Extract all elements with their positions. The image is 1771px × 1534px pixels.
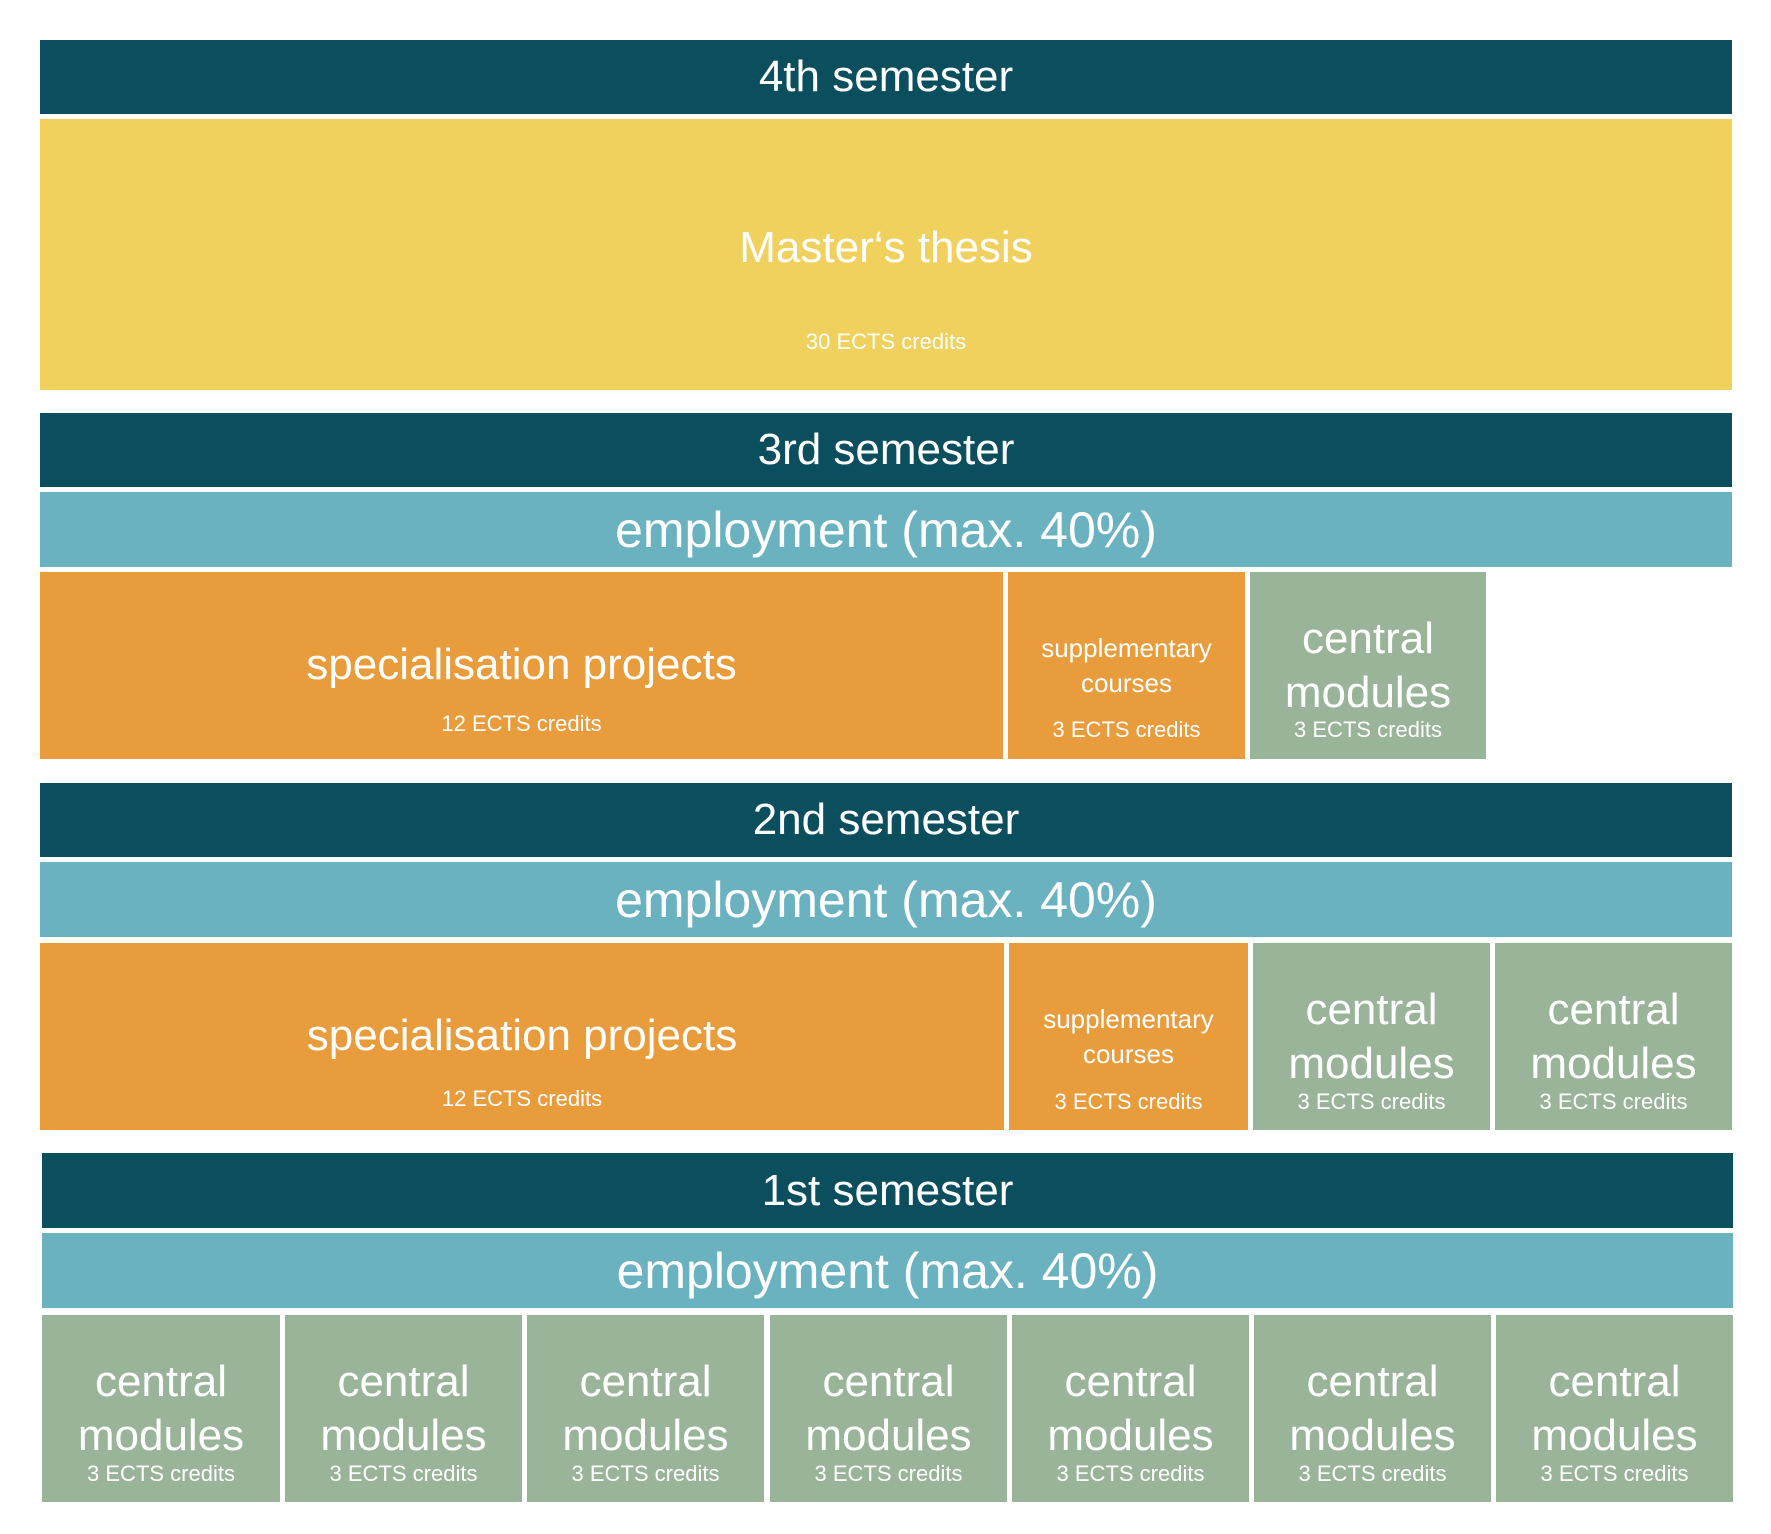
- semester-2-central-modules-2: central modules 3 ECTS credits: [1495, 943, 1732, 1130]
- semester-1-employment: employment (max. 40%): [42, 1233, 1733, 1308]
- central-modules-line-1: central: [94, 1357, 228, 1406]
- specialisation-title: specialisation projects: [306, 640, 737, 689]
- central-modules-line-1: central: [1305, 985, 1438, 1034]
- central-modules-credits: 3 ECTS credits: [1297, 1089, 1446, 1114]
- employment-label: employment (max. 40%): [615, 501, 1157, 558]
- masters-thesis-block: Master‘s thesis 30 ECTS credits: [40, 119, 1732, 390]
- central-modules-credits: 3 ECTS credits: [1540, 1461, 1689, 1486]
- central-modules-line-1: central: [579, 1357, 712, 1406]
- supplementary-line-1: supplementary: [1041, 633, 1212, 663]
- central-modules-credits: 3 ECTS credits: [1539, 1089, 1688, 1114]
- central-modules-credits: 3 ECTS credits: [1294, 717, 1442, 742]
- semester-3-header: 3rd semester: [40, 413, 1732, 487]
- semester-1-central-modules-6: central modules 3 ECTS credits: [1254, 1315, 1491, 1502]
- supplementary-line-2: courses: [1082, 1039, 1175, 1069]
- semester-3-central-modules-1: central modules 3 ECTS credits: [1250, 572, 1486, 759]
- central-modules-line-2: modules: [1284, 668, 1452, 717]
- semester-2-supplementary-courses: supplementary courses 3 ECTS credits: [1009, 943, 1248, 1130]
- central-modules-line-2: modules: [562, 1411, 729, 1460]
- thesis-title: Master‘s thesis: [739, 223, 1033, 272]
- employment-label: employment (max. 40%): [616, 1242, 1159, 1299]
- supplementary-credits: 3 ECTS credits: [1052, 717, 1201, 742]
- semester-1-central-modules-3: central modules 3 ECTS credits: [527, 1315, 764, 1502]
- semester-2-central-modules-1: central modules 3 ECTS credits: [1253, 943, 1490, 1130]
- semester-1-central-modules-5: central modules 3 ECTS credits: [1012, 1315, 1249, 1502]
- semester-3-title: 3rd semester: [757, 425, 1015, 474]
- central-modules-credits: 3 ECTS credits: [329, 1461, 478, 1486]
- thesis-credits: 30 ECTS credits: [805, 329, 967, 354]
- semester-3-specialisation-projects: specialisation projects 12 ECTS credits: [40, 572, 1003, 759]
- central-modules-line-1: central: [337, 1357, 470, 1406]
- semester-2-header: 2nd semester: [40, 783, 1732, 857]
- central-modules-line-1: central: [1064, 1357, 1197, 1406]
- central-modules-line-1: central: [1547, 985, 1680, 1034]
- central-modules-line-1: central: [822, 1357, 955, 1406]
- semester-1-header: 1st semester: [42, 1153, 1733, 1228]
- employment-label: employment (max. 40%): [615, 871, 1157, 928]
- central-modules-line-2: modules: [1047, 1411, 1214, 1460]
- central-modules-line-2: modules: [1530, 1039, 1697, 1088]
- central-modules-line-2: modules: [1531, 1411, 1698, 1460]
- semester-1-title: 1st semester: [761, 1165, 1014, 1215]
- supplementary-line-1: supplementary: [1043, 1004, 1214, 1034]
- central-modules-line-2: modules: [1288, 1039, 1455, 1088]
- semester-1-central-modules-7: central modules 3 ECTS credits: [1496, 1315, 1733, 1502]
- central-modules-credits: 3 ECTS credits: [814, 1461, 963, 1486]
- central-modules-line-2: modules: [77, 1411, 245, 1460]
- central-modules-line-2: modules: [805, 1411, 972, 1460]
- central-modules-line-1: central: [1301, 614, 1435, 663]
- supplementary-line-2: courses: [1080, 668, 1173, 698]
- central-modules-credits: 3 ECTS credits: [1056, 1461, 1205, 1486]
- semester-2-employment: employment (max. 40%): [40, 862, 1732, 937]
- supplementary-credits: 3 ECTS credits: [1054, 1089, 1203, 1114]
- semester-2-specialisation-projects: specialisation projects 12 ECTS credits: [40, 943, 1004, 1130]
- semester-4-title: 4th semester: [758, 52, 1014, 101]
- specialisation-title: specialisation projects: [306, 1011, 738, 1060]
- specialisation-credits: 12 ECTS credits: [441, 1086, 603, 1111]
- specialisation-credits: 12 ECTS credits: [441, 711, 602, 736]
- semester-2-title: 2nd semester: [752, 795, 1020, 844]
- semester-3-supplementary-courses: supplementary courses 3 ECTS credits: [1008, 572, 1245, 759]
- central-modules-line-1: central: [1306, 1357, 1439, 1406]
- semester-3-employment: employment (max. 40%): [40, 492, 1732, 567]
- semester-1-central-modules-2: central modules 3 ECTS credits: [285, 1315, 522, 1502]
- central-modules-credits: 3 ECTS credits: [571, 1461, 720, 1486]
- semester-1-central-modules-1: central modules 3 ECTS credits: [42, 1315, 280, 1502]
- central-modules-credits: 3 ECTS credits: [87, 1461, 235, 1486]
- central-modules-line-2: modules: [1289, 1411, 1456, 1460]
- semester-1-central-modules-4: central modules 3 ECTS credits: [770, 1315, 1007, 1502]
- central-modules-credits: 3 ECTS credits: [1298, 1461, 1447, 1486]
- central-modules-line-2: modules: [320, 1411, 487, 1460]
- central-modules-line-1: central: [1548, 1357, 1681, 1406]
- semester-4-header: 4th semester: [40, 40, 1732, 114]
